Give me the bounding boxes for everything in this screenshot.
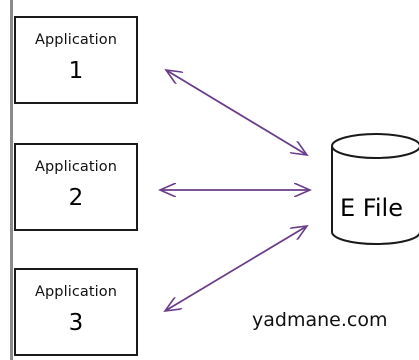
application-box-1: Application 1 <box>14 16 138 104</box>
application-label: Application <box>34 32 118 48</box>
database-cylinder-icon <box>331 133 419 245</box>
application-number: 3 <box>68 310 84 336</box>
arrow-app1-to-efile <box>166 70 307 155</box>
database-label: E File <box>340 194 403 222</box>
application-box-3: Application 3 <box>14 268 138 356</box>
application-number: 2 <box>68 185 84 211</box>
application-label: Application <box>34 159 118 175</box>
footer-website-text: yadmane.com <box>252 309 388 331</box>
application-number: 1 <box>68 58 84 84</box>
left-edge-rule <box>10 0 13 360</box>
application-box-2: Application 2 <box>14 143 138 231</box>
arrow-app3-to-efile <box>165 226 307 311</box>
application-label: Application <box>34 284 118 300</box>
